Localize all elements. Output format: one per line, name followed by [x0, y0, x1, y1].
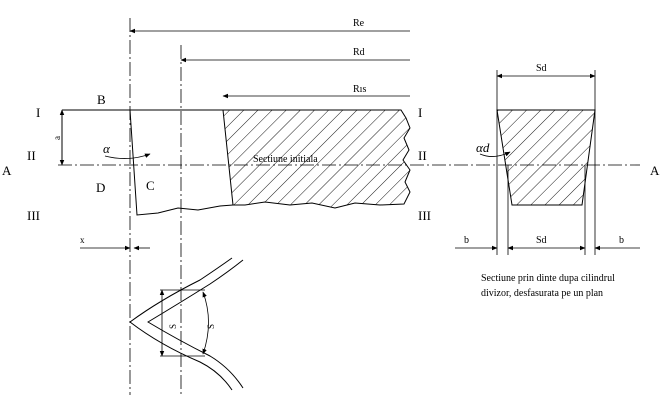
label-alpha-d: αd	[476, 140, 490, 155]
developed-tooth-section	[496, 109, 596, 206]
label-b-right: b	[619, 235, 624, 246]
label-rd: Rd	[353, 47, 365, 58]
tooth-section-hatched	[222, 109, 411, 209]
label-A-right: A	[650, 163, 660, 178]
blank-contour	[129, 109, 234, 216]
caption-line-1: Sectiune prin dinte dupa cilindrul	[481, 273, 615, 284]
label-C: C	[146, 178, 155, 193]
label-III-left: III	[27, 208, 40, 223]
label-a: a	[52, 136, 62, 140]
tooth-profile-outer	[129, 257, 233, 391]
label-I-mid: I	[418, 105, 422, 120]
label-A-left: A	[2, 163, 12, 178]
label-x: x	[80, 235, 85, 245]
label-rb: Rıs	[353, 84, 366, 95]
label-section-initial: Sectiune initiala	[253, 154, 318, 165]
label-III-mid: III	[418, 208, 431, 223]
label-s-inner: S	[168, 324, 178, 329]
label-II-left: II	[27, 148, 36, 163]
caption-line-2: divizor, desfasurata pe un plan	[481, 288, 603, 299]
label-s-outer: S	[206, 324, 216, 329]
label-D: D	[96, 180, 105, 195]
label-sd-bottom: Sd	[536, 235, 547, 246]
label-re: Re	[353, 18, 365, 29]
label-alpha: α	[103, 141, 111, 156]
angle-alpha-arc	[104, 153, 151, 159]
arc-s-outer	[202, 291, 209, 355]
angle-alpha-d-arc	[479, 151, 511, 157]
label-I-left: I	[36, 105, 40, 120]
tooth-profile-inner	[147, 259, 244, 389]
label-B: B	[97, 92, 106, 107]
label-sd-top: Sd	[536, 63, 547, 74]
label-II-mid: II	[418, 148, 427, 163]
label-b-left: b	[464, 235, 469, 246]
